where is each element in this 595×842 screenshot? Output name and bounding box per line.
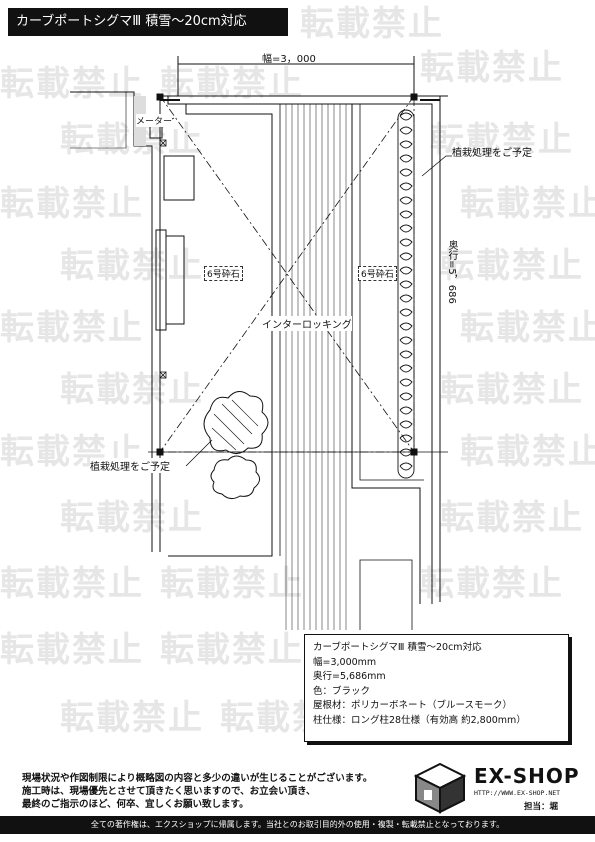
cube-logo-icon xyxy=(413,762,467,814)
interlocking-label: インターロッキング xyxy=(262,316,352,331)
window-frame xyxy=(155,229,185,331)
watermark: 転載禁止 xyxy=(440,246,584,286)
watermark: 転載禁止 xyxy=(420,564,564,604)
planting-label-right: 植栽処理をご予定 xyxy=(452,148,532,159)
planting-label-left: 植栽処理をご予定 xyxy=(90,458,170,473)
logo-name: EX-SHOP xyxy=(474,764,580,788)
watermark: 転載禁止 xyxy=(160,564,304,604)
watermark: 転載禁止 xyxy=(440,498,584,538)
watermark: 転載禁止 xyxy=(0,184,144,224)
watermark: 転載禁止 xyxy=(60,698,204,738)
watermark: 転載禁止 xyxy=(60,498,204,538)
watermark: 転載禁止 xyxy=(460,184,595,224)
outdoor-unit xyxy=(163,155,195,201)
watermark: 転載禁止 xyxy=(60,370,204,410)
watermark: 転載禁止 xyxy=(160,630,304,670)
spec-line: カーブポートシグマⅢ 積雪～20cm対応 xyxy=(313,642,482,653)
watermark: 転載禁止 xyxy=(0,564,144,604)
depth-dimension-label: 奥行=5，686 xyxy=(446,240,457,304)
watermark: 転載禁止 xyxy=(60,246,204,286)
copyright-footer: 全ての著作権は、エクスショップに帰属します。当社とのお取引目的外の使用・複製・転… xyxy=(0,816,595,834)
watermark: 転載禁止 xyxy=(0,64,144,104)
spec-line: 色：ブラック xyxy=(313,685,371,697)
hedge-planting xyxy=(397,109,415,479)
note-line: 現場状況や作図制限により概略図の内容と多少の違いが生じることがございます。 xyxy=(22,773,373,784)
site-notes: 現場状況や作図制限により概略図の内容と多少の違いが生じることがございます。 施工… xyxy=(22,772,372,811)
watermark: 転載禁止 xyxy=(440,370,584,410)
watermark: 転載禁止 xyxy=(300,4,444,44)
shrub-planting xyxy=(203,391,269,500)
gravel-label-right: 6号砕石 xyxy=(358,266,397,281)
watermark: 転載禁止 xyxy=(430,120,574,160)
watermark: 転載禁止 xyxy=(460,308,595,348)
watermark: 転載禁止 xyxy=(460,432,595,472)
interlocking-stripes xyxy=(285,104,347,630)
width-dimension-label: 幅=3，000 xyxy=(262,54,316,65)
width-dimension-line xyxy=(177,56,415,96)
meter-label: メーター xyxy=(136,114,173,127)
spec-line: 幅=3,000mm xyxy=(313,656,377,668)
utility-box xyxy=(159,139,167,379)
spec-line: 柱仕様：ロング柱28仕様（有効高 約2,800mm） xyxy=(313,714,526,726)
spec-line: 屋根材：ポリカーボネート（ブルースモーク） xyxy=(313,700,513,711)
gravel-area-right xyxy=(351,104,421,604)
logo-url: HTTP://WWW.EX-SHOP.NET xyxy=(474,789,561,797)
note-line: 施工時は、現場優先とさせて頂きたく思いますので、お立会い頂き、 xyxy=(22,786,316,797)
watermark: 転載禁止 xyxy=(0,308,144,348)
gravel-label-left: 6号砕石 xyxy=(204,266,243,281)
staff-label: 担当：堀 xyxy=(524,802,559,812)
drawing-title-bar: カーブポートシグマⅢ 積雪～20cm対応 xyxy=(8,8,288,36)
note-line: 最終のご指示のほど、何卒、宜しくお願い致します。 xyxy=(22,799,249,810)
spec-line: 奥行=5,686mm xyxy=(313,671,386,682)
boundary-wall xyxy=(70,91,153,552)
gravel-area-left xyxy=(168,104,273,557)
watermark: 転載禁止 xyxy=(160,64,304,104)
company-logo: EX-SHOP HTTP://WWW.EX-SHOP.NET 担当：堀 xyxy=(412,760,582,814)
watermark: 転載禁止 xyxy=(420,48,564,88)
watermark: 転載禁止 xyxy=(60,120,204,160)
watermark: 転載禁止 xyxy=(0,630,144,670)
spec-box: カーブポートシグマⅢ 積雪～20cm対応 幅=3,000mm 奥行=5,686m… xyxy=(304,634,569,742)
